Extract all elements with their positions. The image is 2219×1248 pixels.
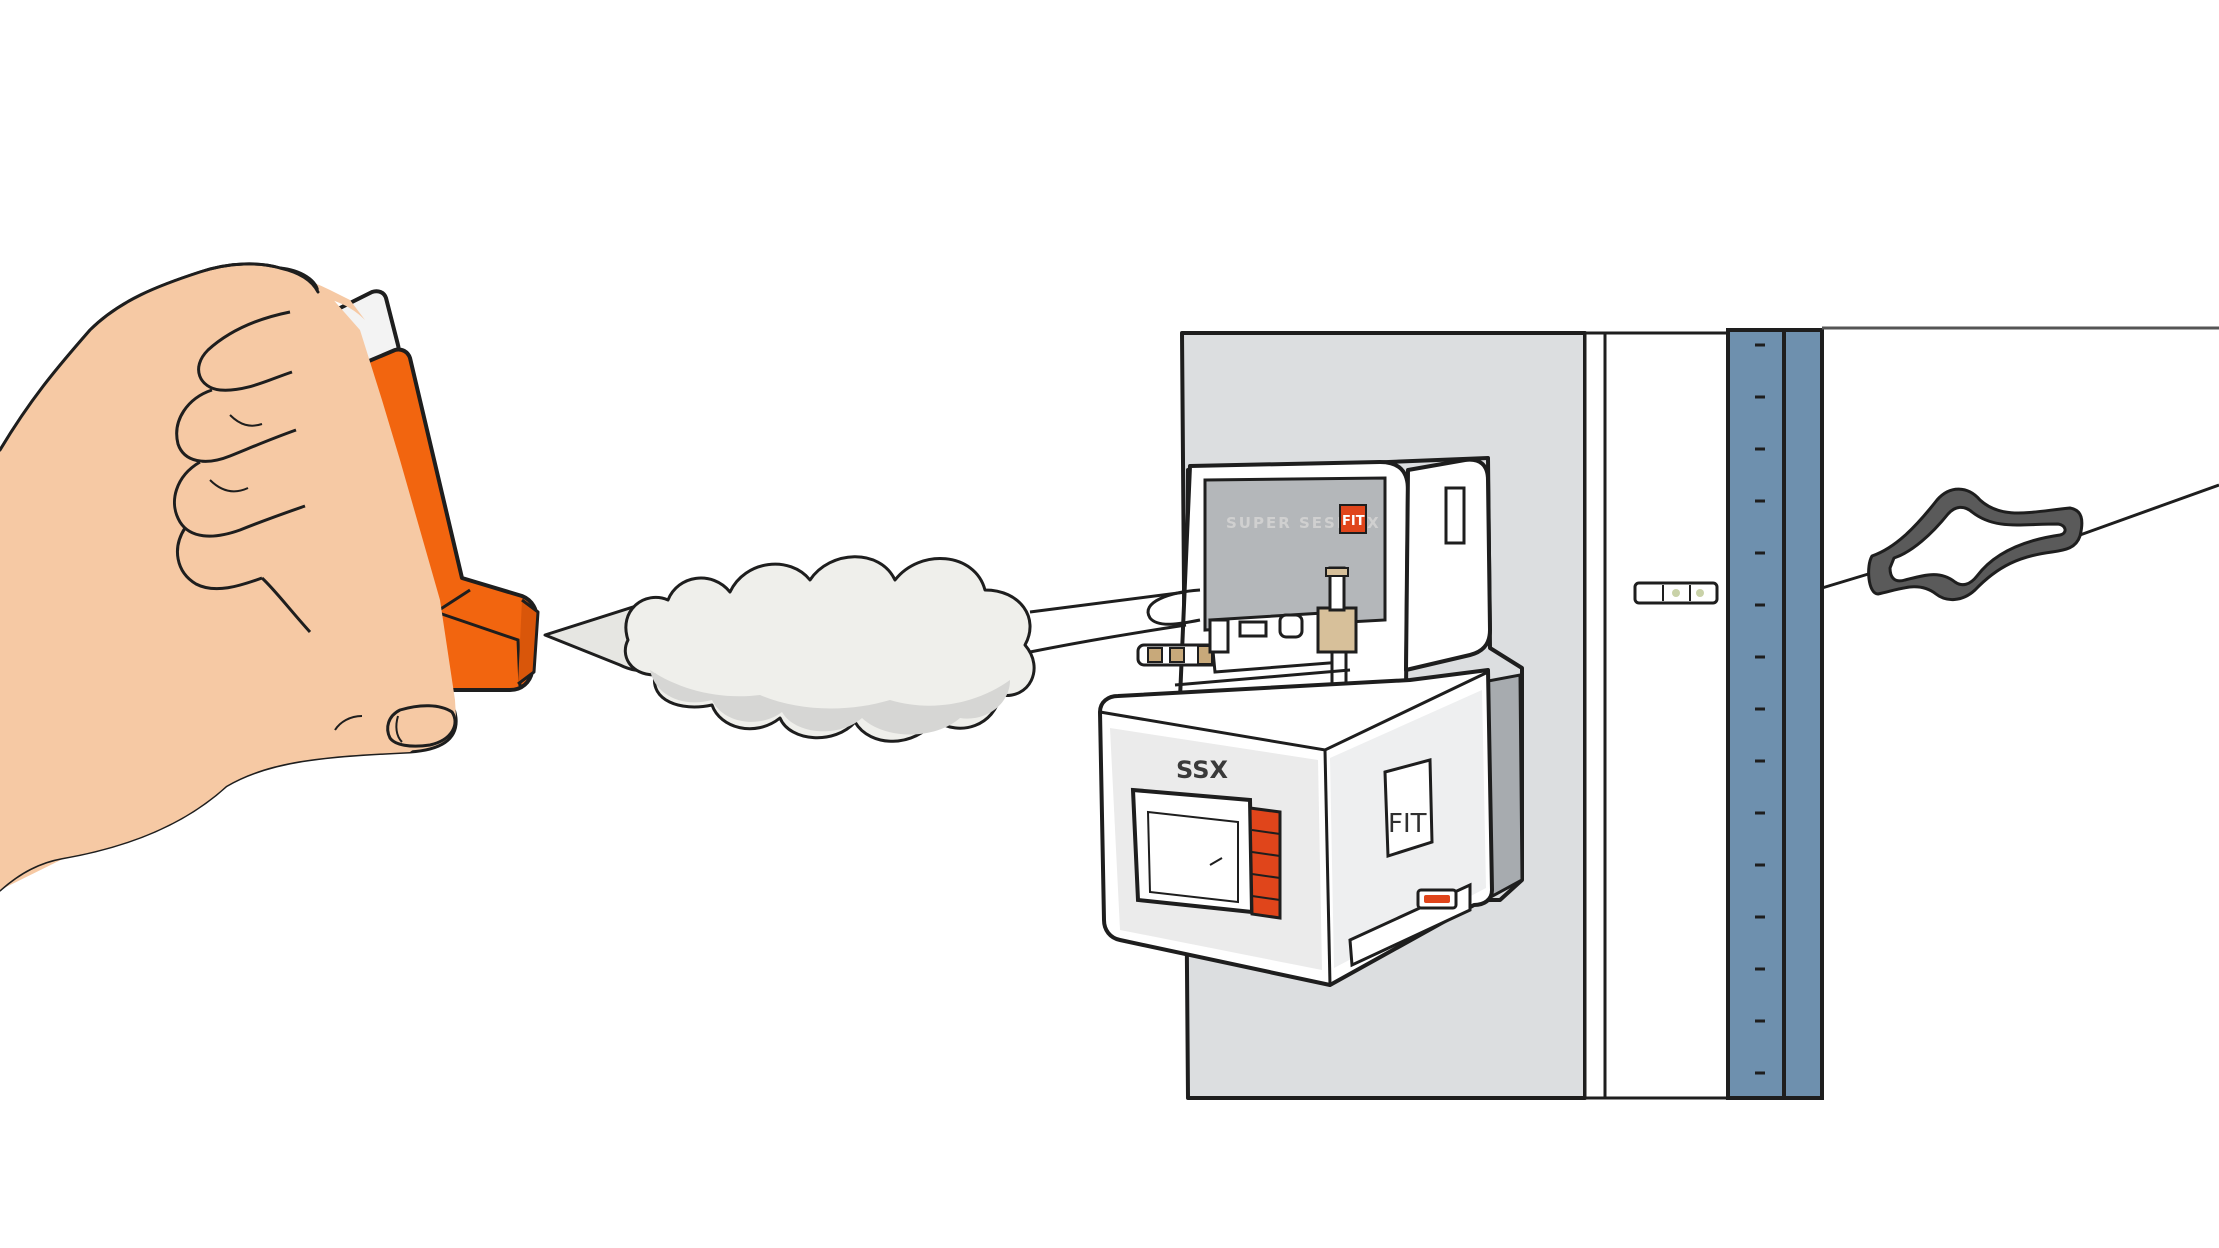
model-label: SSX xyxy=(1176,756,1228,784)
fit-logo-large-icon xyxy=(1383,758,1434,859)
wire-with-clamp xyxy=(1821,326,2219,601)
sampling-tube xyxy=(1029,590,1187,654)
fit-logo-large-label: FIT xyxy=(1388,809,1427,839)
fit-logo-small-label: FIT xyxy=(1342,514,1365,529)
fit-logo-small-icon xyxy=(1339,504,1367,534)
aerosol-cloud-icon xyxy=(543,555,1036,743)
blue-measuring-rail xyxy=(1726,328,1824,1100)
red-button-column xyxy=(1248,806,1282,920)
clamp-knob-icon xyxy=(1867,487,2084,601)
sesi-device: SUPER SESI - X FIT SSX xyxy=(1098,456,1524,987)
hand-icon xyxy=(0,262,458,892)
